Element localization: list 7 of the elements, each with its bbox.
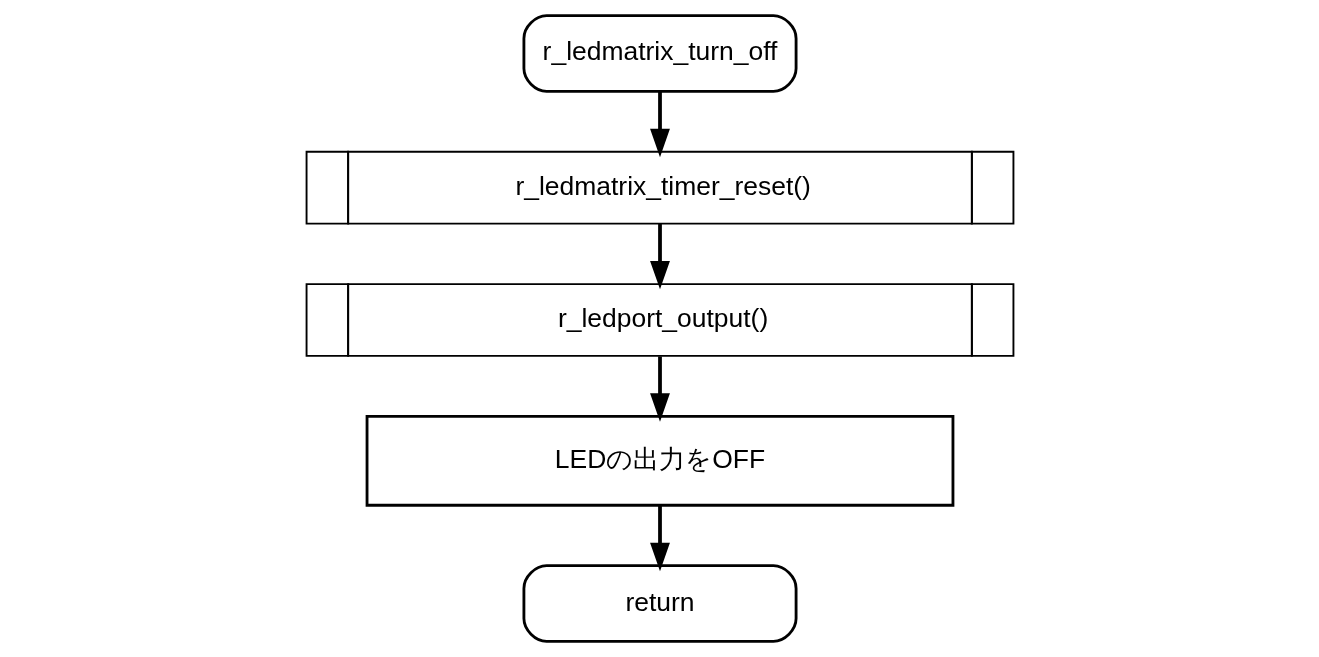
arrow <box>649 224 670 290</box>
arrow <box>649 356 670 422</box>
arrow <box>649 505 670 572</box>
node-box: return <box>522 564 797 643</box>
node-box: r_ledmatrix_turn_off <box>522 14 797 93</box>
node-box: LEDの出力をOFF <box>365 414 954 507</box>
arrow <box>649 91 670 158</box>
